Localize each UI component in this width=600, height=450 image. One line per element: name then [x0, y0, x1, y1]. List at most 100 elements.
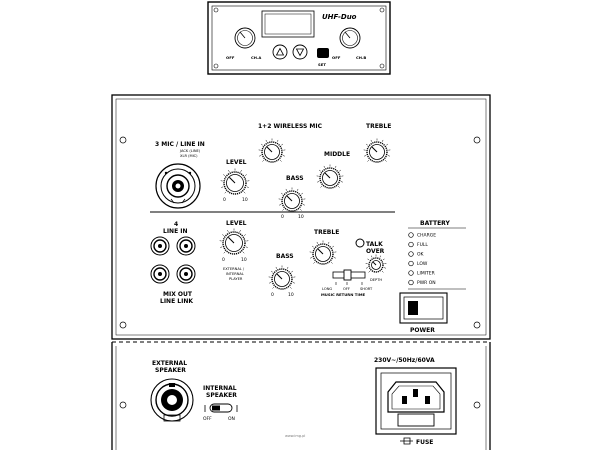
connector-panel: EXTERNAL SPEAKER INTERNAL SPEAKER OFF ON… — [111, 341, 491, 450]
talk-over-label-1: TALK — [366, 241, 383, 248]
knob-scale-min: 0 — [222, 257, 225, 263]
up-button[interactable] — [272, 44, 288, 60]
led-indicator-icon — [408, 260, 414, 267]
screw-icon — [213, 63, 219, 69]
bass-2-label: BASS — [276, 253, 294, 260]
ext-speaker-label-1: EXTERNAL — [152, 360, 187, 367]
set-button[interactable] — [317, 48, 329, 58]
ch-b-label: CH.B — [356, 55, 366, 60]
ch-a-volume-knob[interactable] — [234, 27, 256, 49]
fuse-icon — [400, 437, 413, 445]
lcd-display — [261, 10, 315, 38]
level-1-label: LEVEL — [226, 159, 247, 166]
power-label: POWER — [410, 327, 435, 334]
battery-led-label: PWR ON — [417, 280, 436, 286]
rca-mix-out-right[interactable] — [176, 264, 196, 284]
led-indicator-icon — [408, 279, 414, 286]
ext-int-player-3: PLAYER — [229, 277, 243, 281]
battery-led-row: OK — [408, 251, 425, 258]
wireless-mic-title: 1+2 WIRELESS MIC — [258, 123, 323, 130]
knob-scale-min: 0 — [223, 197, 226, 203]
battery-led-label: OK — [417, 252, 425, 258]
ch-b-volume-knob[interactable] — [339, 27, 361, 49]
led-indicator-icon — [408, 270, 414, 276]
wireless-bass-knob[interactable]: 0 10 — [278, 187, 306, 221]
watermark: www.img.pl — [285, 434, 305, 438]
ext-speaker-label-2: SPEAKER — [155, 367, 186, 374]
wireless-gain-knob-1[interactable] — [258, 138, 286, 163]
triangle-up-icon — [275, 47, 285, 56]
wireless-treble-knob[interactable] — [363, 138, 391, 163]
screw-icon — [473, 401, 481, 409]
int-speaker-label-2: SPEAKER — [206, 392, 237, 399]
battery-led-row: LIMITER — [408, 270, 435, 277]
music-return-time-label: MUSIC RETURN TIME — [321, 292, 366, 297]
battery-led-row: LOW — [408, 260, 428, 267]
short-label: SHORT — [360, 287, 373, 291]
screw-icon — [119, 136, 127, 144]
ch-b-off-label: OFF — [332, 55, 341, 60]
fuse-holder[interactable] — [397, 413, 435, 427]
ext-int-player-2: INTERNAL — [226, 272, 244, 276]
battery-led-label: LIMITER — [417, 271, 435, 277]
screw-icon — [379, 63, 385, 69]
internal-speaker-switch[interactable] — [204, 403, 238, 413]
rca-line-in-left[interactable] — [150, 236, 170, 256]
mixer-frame — [111, 94, 491, 340]
wireless-level-knob[interactable]: 0 10 — [220, 168, 250, 204]
screw-icon — [119, 321, 127, 329]
knob-scale-max: 10 — [241, 257, 247, 263]
mic-input-title: 3 MIC / LINE IN — [155, 141, 205, 148]
int-speaker-on-label: ON — [228, 416, 235, 422]
combo-mic-line-jack[interactable] — [155, 163, 201, 209]
screw-icon — [473, 321, 481, 329]
receiver-module: UHF-Duo OFF CH.A SET OFF CH.B — [207, 1, 391, 75]
long-label: LONG — [322, 287, 332, 291]
wireless-middle-knob[interactable] — [316, 164, 344, 189]
knob-scale-min: 0 — [281, 214, 284, 220]
mains-power-socket[interactable] — [375, 367, 457, 435]
led-indicator-icon — [408, 232, 414, 238]
down-button[interactable] — [292, 44, 308, 60]
screw-icon — [473, 136, 481, 144]
ch-a-label: CH.A — [251, 55, 261, 60]
off-label: OFF — [343, 287, 350, 291]
battery-led-row: FULL — [408, 241, 428, 248]
line-in-number: 4 — [174, 221, 178, 228]
battery-led-label: LOW — [417, 261, 428, 267]
talk-over-depth-knob[interactable] — [365, 254, 387, 273]
battery-title: BATTERY — [420, 220, 450, 227]
mains-rating-label: 230V~/50Hz/60VA — [374, 357, 435, 364]
line-link-label: LINE LINK — [160, 298, 193, 305]
knob-scale-max: 10 — [298, 214, 304, 220]
ext-int-player-1: EXTERNAL / — [223, 267, 245, 271]
rca-line-in-right[interactable] — [176, 236, 196, 256]
middle-label: MIDDLE — [324, 151, 350, 158]
line-in-label: LINE IN — [163, 228, 188, 235]
screw-icon — [119, 401, 127, 409]
line-treble-knob[interactable] — [309, 240, 337, 265]
battery-led-label: FULL — [417, 242, 428, 248]
int-speaker-off-label: OFF — [203, 416, 212, 422]
battery-led-row: CHARGE — [408, 232, 436, 239]
music-return-time-switch[interactable] — [332, 269, 366, 285]
external-speaker-socket[interactable] — [150, 378, 194, 422]
rca-mix-out-left[interactable] — [150, 264, 170, 284]
brand-label: UHF-Duo — [322, 13, 357, 21]
mic-input-sub1: JACK (LINE) — [179, 149, 201, 153]
talk-over-button[interactable] — [355, 238, 365, 248]
screw-icon — [213, 7, 219, 13]
mix-out-label: MIX OUT — [163, 291, 193, 298]
treble-2-label: TREBLE — [314, 229, 339, 236]
line-level-knob[interactable]: 0 10 — [219, 228, 249, 264]
knob-scale-max: 10 — [242, 197, 248, 203]
battery-led-row: PWR ON — [408, 279, 436, 286]
screw-icon — [379, 7, 385, 13]
mic-input-sub2: XLR (MIC) — [180, 154, 198, 158]
power-switch[interactable] — [399, 292, 448, 324]
knob-scale-max: 10 — [288, 292, 294, 298]
battery-led-list: CHARGE FULL OK LOW LIMITER PWR ON — [408, 232, 436, 286]
battery-led-label: CHARGE — [417, 233, 436, 239]
int-speaker-label-1: INTERNAL — [203, 385, 237, 392]
